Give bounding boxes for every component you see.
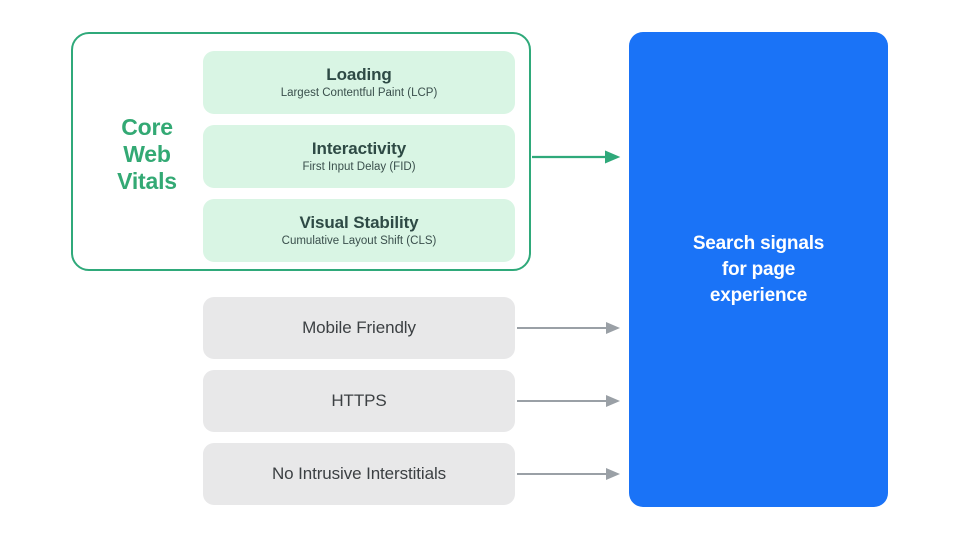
signal-box-mobile-friendly[interactable]: Mobile Friendly: [203, 297, 515, 359]
metric-title: Loading: [326, 65, 392, 84]
signal-label: No Intrusive Interstitials: [271, 464, 447, 483]
destination-box-search-signals[interactable]: Search signals for page experience: [629, 32, 888, 507]
core-web-vitals-group: [71, 32, 531, 271]
destination-box-label: Search signals for page experience: [692, 232, 825, 306]
metric-card-loading[interactable]: Loading Largest Contentful Paint (LCP): [203, 51, 515, 114]
signal-label: Mobile Friendly: [302, 318, 416, 337]
metric-title: Interactivity: [311, 139, 407, 158]
metric-card-visual-stability[interactable]: Visual Stability Cumulative Layout Shift…: [203, 199, 515, 262]
core-web-vitals-group-label-line3: Vitals: [117, 168, 177, 194]
metric-title: Visual Stability: [299, 213, 419, 232]
core-web-vitals-group-label: Core: [121, 114, 173, 140]
core-web-vitals-group-label-line2: Web: [123, 141, 171, 167]
metric-subtitle: First Input Delay (FID): [302, 161, 416, 173]
metric-subtitle: Largest Contentful Paint (LCP): [280, 87, 438, 99]
metric-card-interactivity[interactable]: Interactivity First Input Delay (FID): [203, 125, 515, 188]
signal-box-https[interactable]: HTTPS: [203, 370, 515, 432]
signal-label: HTTPS: [331, 391, 387, 410]
signal-box-no-intrusive-interstitials[interactable]: No Intrusive Interstitials: [203, 443, 515, 505]
metric-subtitle: Cumulative Layout Shift (CLS): [281, 235, 437, 247]
